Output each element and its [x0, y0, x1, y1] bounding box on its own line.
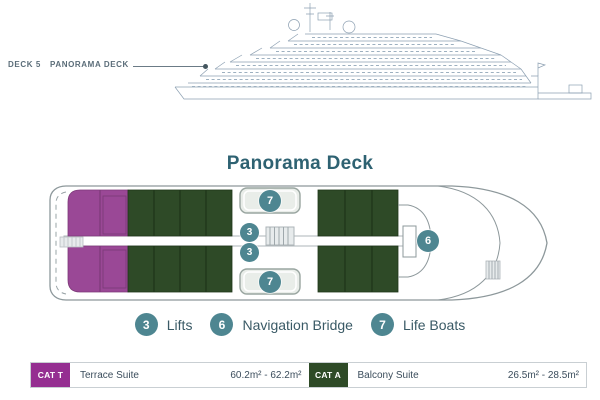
lift-legend-icon: 3 — [134, 313, 158, 336]
legend: 3 Lifts 6 Navigation Bridge 7 Life Boats — [0, 313, 600, 336]
legend-item-bridge: 6 Navigation Bridge — [210, 313, 353, 336]
balcony-suites-forward — [317, 189, 399, 293]
terrace-suites-cat-t — [67, 189, 129, 293]
pointer-line — [133, 66, 204, 67]
legend-item-lifeboats: 7 Life Boats — [370, 313, 466, 336]
bridge-outline — [398, 204, 432, 278]
legend-label-lifeboats: Life Boats — [402, 316, 466, 333]
legend-label-bridge: Navigation Bridge — [242, 316, 353, 333]
bridge-marker: 6 — [417, 230, 439, 252]
cat-a-name: Balcony Suite — [357, 369, 419, 381]
bow-stairs-icon — [485, 260, 501, 280]
legend-item-lifts: 3 Lifts — [134, 313, 193, 336]
lift-marker-top: 3 — [240, 223, 259, 242]
pointer-dot — [203, 64, 208, 69]
deck-number-label[interactable]: DECK 5 — [8, 60, 41, 69]
legend-label-lifts: Lifts — [166, 316, 193, 333]
cat-a-badge: CAT A — [308, 363, 348, 387]
central-stairs-icon — [265, 226, 295, 246]
cat-t-name: Terrace Suite — [80, 369, 139, 381]
superstructure-front-curve — [437, 185, 501, 301]
lifeboat-marker-bottom: 7 — [259, 271, 281, 293]
lifeboat-marker-top: 7 — [259, 190, 281, 212]
ship-side-view-drawing — [174, 3, 592, 100]
page-title: Panorama Deck — [226, 153, 374, 174]
deck-plan-drawing — [49, 185, 548, 301]
deck-name-label[interactable]: PANORAMA DECK — [50, 60, 129, 69]
balcony-suites-aft — [127, 189, 233, 293]
corridor — [63, 235, 417, 247]
cat-a-size: 26.5m² - 28.5m² — [507, 369, 579, 381]
lift-marker-bottom: 3 — [240, 243, 259, 262]
cat-t-size: 60.2m² - 62.2m² — [230, 369, 302, 381]
lifeboat-legend-icon: 7 — [370, 313, 394, 336]
bridge-legend-icon: 6 — [210, 313, 234, 336]
table-row: CAT A Balcony Suite 26.5m² - 28.5m² — [308, 363, 587, 387]
cabin-category-table: CAT T Terrace Suite 60.2m² - 62.2m² CAT … — [30, 362, 587, 388]
stern-stairs-icon — [59, 236, 84, 248]
ship-window-rows — [192, 36, 528, 88]
cat-t-badge: CAT T — [31, 363, 70, 387]
table-row: CAT T Terrace Suite 60.2m² - 62.2m² — [31, 363, 309, 387]
stern-dashed-line — [55, 191, 67, 295]
